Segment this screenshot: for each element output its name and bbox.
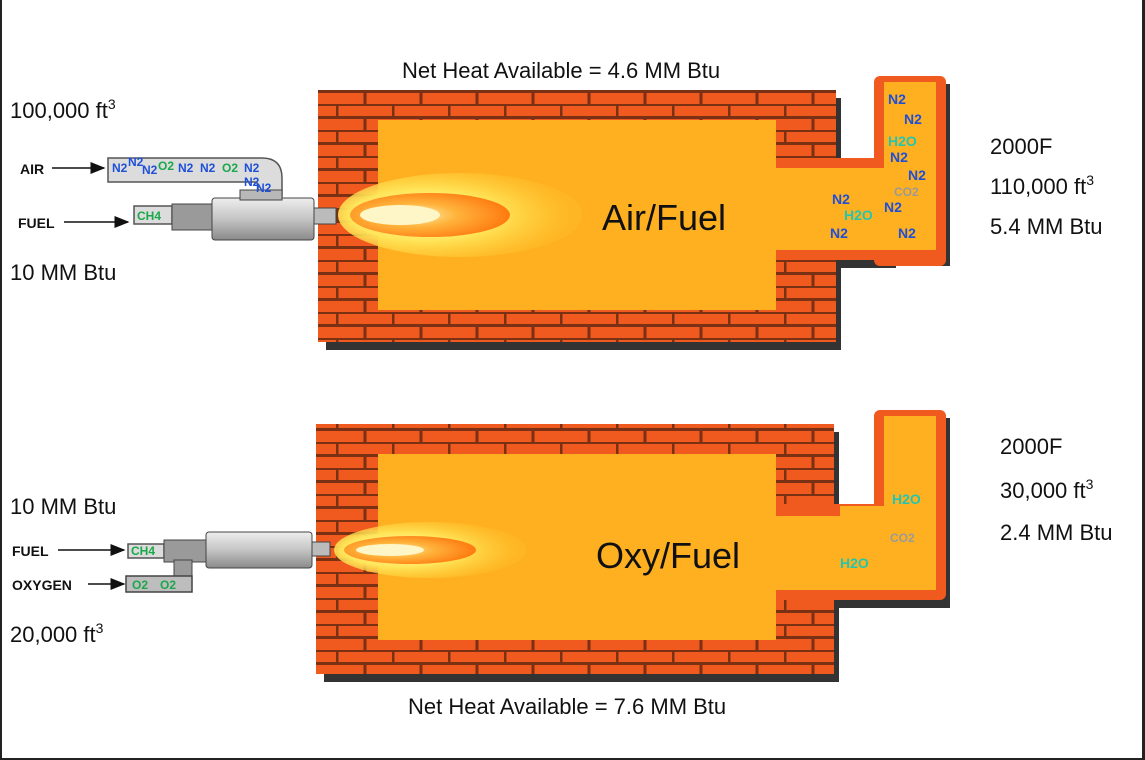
input-energy-label: 10 MM Btu bbox=[10, 494, 116, 519]
molecule-n2: N2 bbox=[830, 225, 848, 241]
net-heat-label: Net Heat Available = 4.6 MM Btu bbox=[402, 58, 720, 83]
molecule-o2: O2 bbox=[158, 159, 174, 173]
exhaust-temp-label: 2000F bbox=[1000, 434, 1062, 459]
molecule-o2: O2 bbox=[222, 161, 238, 175]
fuel-label: FUEL bbox=[12, 543, 49, 559]
molecule-h2o: H2O bbox=[840, 555, 869, 571]
molecule-o2: O2 bbox=[160, 578, 176, 592]
molecule-ch4: CH4 bbox=[131, 544, 155, 558]
exhaust-energy-label: 2.4 MM Btu bbox=[1000, 520, 1112, 545]
molecule-n2: N2 bbox=[888, 91, 906, 107]
exhaust-energy-label: 5.4 MM Btu bbox=[990, 214, 1102, 239]
furnace-title: Oxy/Fuel bbox=[596, 535, 740, 576]
oxygen-pipe bbox=[125, 575, 193, 593]
oxy-fuel-outputs: 2000F 30,000 ft3 2.4 MM Btu bbox=[1000, 434, 1112, 545]
net-heat-label: Net Heat Available = 7.6 MM Btu bbox=[408, 694, 726, 719]
stack-interior bbox=[884, 82, 936, 250]
exhaust-volume-label: 30,000 ft3 bbox=[1000, 476, 1094, 503]
air-fuel-furnace: N2 N2 N2 O2 N2 N2 O2 N2 N2 N2 CH4 N2 N2 … bbox=[107, 58, 950, 350]
exhaust-temp-label: 2000F bbox=[990, 134, 1052, 159]
air-fuel-burner bbox=[211, 197, 315, 241]
oxygen-label: OXYGEN bbox=[12, 577, 72, 593]
molecule-h2o: H2O bbox=[844, 207, 873, 223]
molecule-h2o: H2O bbox=[888, 133, 917, 149]
molecule-n2: N2 bbox=[142, 163, 158, 177]
molecule-co2: CO2 bbox=[894, 185, 919, 199]
molecule-n2: N2 bbox=[890, 149, 908, 165]
molecule-ch4: CH4 bbox=[137, 209, 161, 223]
molecule-n2: N2 bbox=[178, 161, 194, 175]
molecule-n2: N2 bbox=[244, 161, 260, 175]
furnace-title: Air/Fuel bbox=[602, 197, 726, 238]
oxy-fuel-burner bbox=[205, 531, 313, 569]
input-volume-label: 100,000 ft3 bbox=[10, 96, 116, 123]
molecule-h2o: H2O bbox=[892, 491, 921, 507]
molecule-n2: N2 bbox=[256, 181, 272, 195]
air-label: AIR bbox=[20, 161, 44, 177]
molecule-co2: CO2 bbox=[890, 531, 915, 545]
molecule-o2: O2 bbox=[132, 578, 148, 592]
oxy-fuel-furnace: CH4 O2 O2 H2O CO2 H2O Oxy/Fuel Net Heat … bbox=[125, 410, 950, 719]
exhaust-volume-label: 110,000 ft3 bbox=[990, 172, 1094, 199]
molecule-n2: N2 bbox=[200, 161, 216, 175]
air-fuel-inputs: 100,000 ft3 AIR FUEL 10 MM Btu bbox=[10, 96, 130, 285]
molecule-n2: N2 bbox=[898, 225, 916, 241]
molecule-n2: N2 bbox=[128, 155, 144, 169]
oxy-fuel-inputs: 10 MM Btu FUEL OXYGEN 20,000 ft3 bbox=[10, 494, 126, 647]
molecule-n2: N2 bbox=[908, 167, 926, 183]
molecule-n2: N2 bbox=[832, 191, 850, 207]
molecule-n2: N2 bbox=[112, 161, 128, 175]
molecule-n2: N2 bbox=[884, 199, 902, 215]
molecule-n2: N2 bbox=[244, 175, 260, 189]
stack-interior bbox=[884, 416, 936, 590]
air-fuel-outputs: 2000F 110,000 ft3 5.4 MM Btu bbox=[990, 134, 1102, 239]
fuel-label: FUEL bbox=[18, 215, 55, 231]
molecule-n2: N2 bbox=[904, 111, 922, 127]
input-volume-label: 20,000 ft3 bbox=[10, 620, 104, 647]
input-energy-label: 10 MM Btu bbox=[10, 260, 116, 285]
